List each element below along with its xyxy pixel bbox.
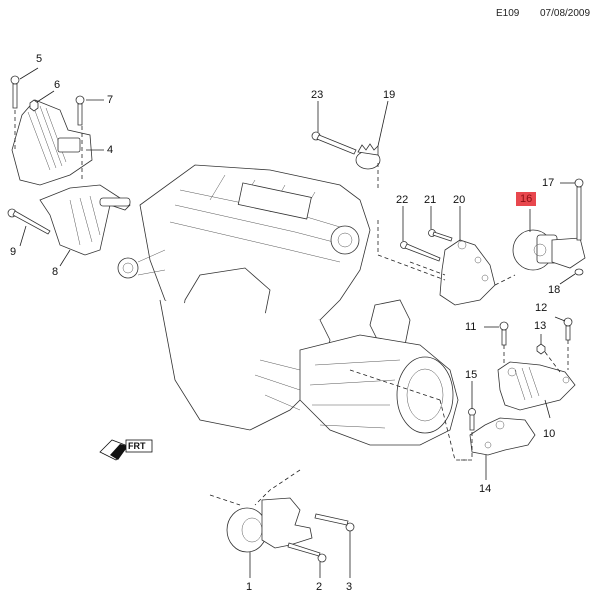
bolt-11 [499,321,509,346]
washer-18 [574,268,584,276]
callout-16-highlighted[interactable]: 16 [516,192,537,206]
diagram-code: E109 [496,8,520,19]
callout-1[interactable]: 1 [246,581,253,593]
callout-19[interactable]: 19 [383,89,396,101]
callout-8[interactable]: 8 [52,266,59,278]
part-16-mount [512,229,586,271]
callout-15[interactable]: 15 [465,369,478,381]
callout-22[interactable]: 22 [396,194,409,206]
bolt-3 [314,513,355,532]
callout-9[interactable]: 9 [10,246,17,258]
bolt-23 [311,131,357,155]
callout-17[interactable]: 17 [542,177,555,189]
part-4-mount [11,99,93,186]
callout-10[interactable]: 10 [543,428,556,440]
callout-23[interactable]: 23 [311,89,324,101]
bolt-9 [7,208,51,235]
diagram-date: 07/08/2009 [540,8,591,19]
bolt-15 [468,408,476,431]
part-1-mount [226,497,313,553]
bolt-17 [574,178,584,241]
nut-6 [29,99,39,112]
callout-11[interactable]: 11 [465,321,477,333]
front-indicator-text: FRT [128,441,146,451]
callout-6[interactable]: 6 [54,79,61,91]
callout-13[interactable]: 13 [534,320,547,332]
callout-14[interactable]: 14 [479,483,492,495]
engine-assembly [117,164,411,431]
bolt-7 [75,95,85,126]
callout-5[interactable]: 5 [36,53,43,65]
bolt-12 [563,317,573,341]
callout-21[interactable]: 21 [424,194,437,206]
bolt-21 [428,229,453,242]
part-10-mount [497,361,576,411]
callout-12[interactable]: 12 [535,302,548,314]
leader-lines [19,67,576,578]
part-8-bracket [39,184,131,256]
bolt-22 [400,241,441,262]
part-20-bracket [439,239,496,306]
callout-2[interactable]: 2 [316,581,323,593]
bolt-5 [10,75,20,109]
part-19-clip [355,143,381,170]
bolt-2 [287,542,327,563]
callout-4[interactable]: 4 [107,144,114,156]
part-14-bracket [469,417,536,456]
callout-3[interactable]: 3 [346,581,353,593]
nut-13 [536,343,546,355]
alignment-lines [14,110,569,506]
callout-18[interactable]: 18 [548,284,561,296]
callout-7[interactable]: 7 [107,94,114,106]
callout-20[interactable]: 20 [453,194,466,206]
front-direction-arrow-icon [99,439,153,461]
